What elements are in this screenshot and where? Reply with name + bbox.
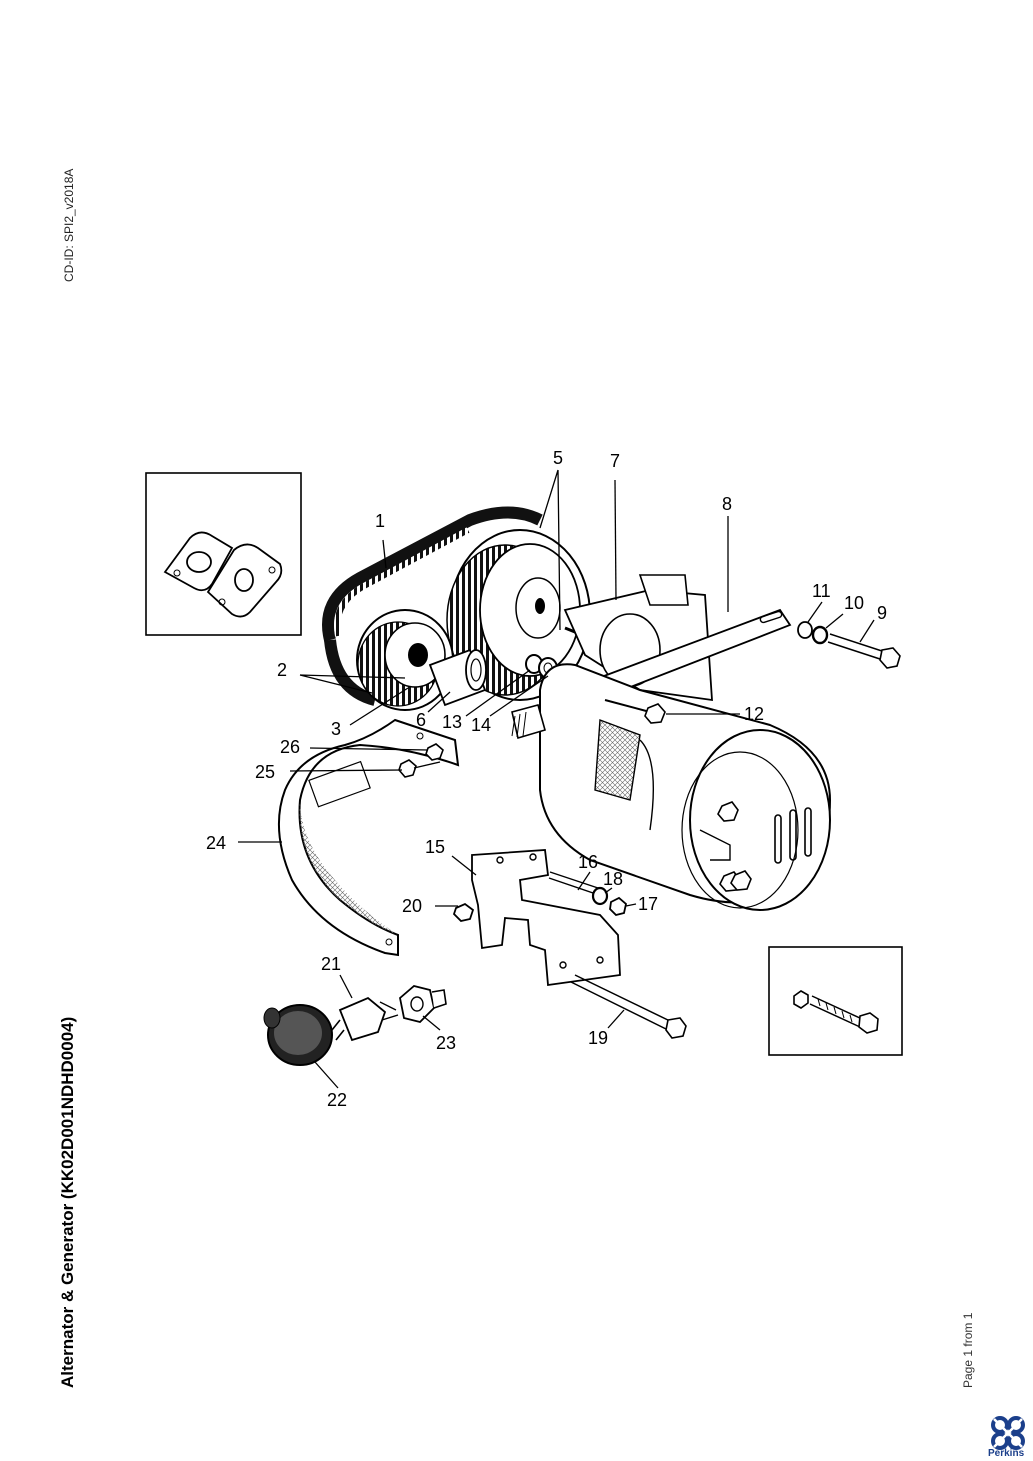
large-pulley	[446, 529, 591, 701]
callout-8: 8	[722, 494, 732, 514]
callout-22: 22	[327, 1090, 347, 1110]
callout-18: 18	[603, 869, 623, 889]
inset-gasket	[145, 472, 302, 636]
callout-25: 25	[255, 762, 275, 782]
bracket-bolt	[570, 974, 687, 1039]
callout-15: 15	[425, 837, 445, 857]
lower-bracket	[471, 849, 621, 987]
spacer-sleeve	[428, 648, 487, 707]
callout-3: 3	[331, 719, 341, 739]
alternator	[511, 663, 832, 911]
callout-5: 5	[553, 448, 563, 468]
callout-19: 19	[588, 1028, 608, 1048]
callout-numbers: 1 2 3 5 6 7 8 9 10 11 12 13 14 15 16 17 …	[206, 448, 887, 1110]
callout-7: 7	[610, 451, 620, 471]
callout-12: 12	[744, 704, 764, 724]
callout-6: 6	[416, 710, 426, 730]
callout-17: 17	[638, 894, 658, 914]
drive-belt	[322, 506, 543, 706]
callout-10: 10	[844, 593, 864, 613]
callout-2: 2	[277, 660, 287, 680]
link-bolt	[797, 621, 901, 669]
callout-14: 14	[471, 715, 491, 735]
callout-9: 9	[877, 603, 887, 623]
leader-lines	[238, 469, 875, 1089]
callout-26: 26	[280, 737, 300, 757]
small-pulley	[356, 609, 454, 711]
callout-24: 24	[206, 833, 226, 853]
belt-guard	[277, 718, 460, 957]
bracket-fasteners	[452, 871, 627, 922]
callout-1: 1	[375, 511, 385, 531]
inset-bolt	[768, 946, 903, 1056]
logo-brand-text: Perkins	[988, 1448, 1025, 1459]
perkins-logo-icon	[991, 1416, 1025, 1450]
callout-13: 13	[442, 712, 462, 732]
callout-11: 11	[812, 581, 831, 601]
callout-21: 21	[321, 954, 341, 974]
callout-16: 16	[578, 852, 598, 872]
oil-pressure-switch	[263, 985, 447, 1066]
callout-23: 23	[436, 1033, 456, 1053]
callout-20: 20	[402, 896, 422, 916]
